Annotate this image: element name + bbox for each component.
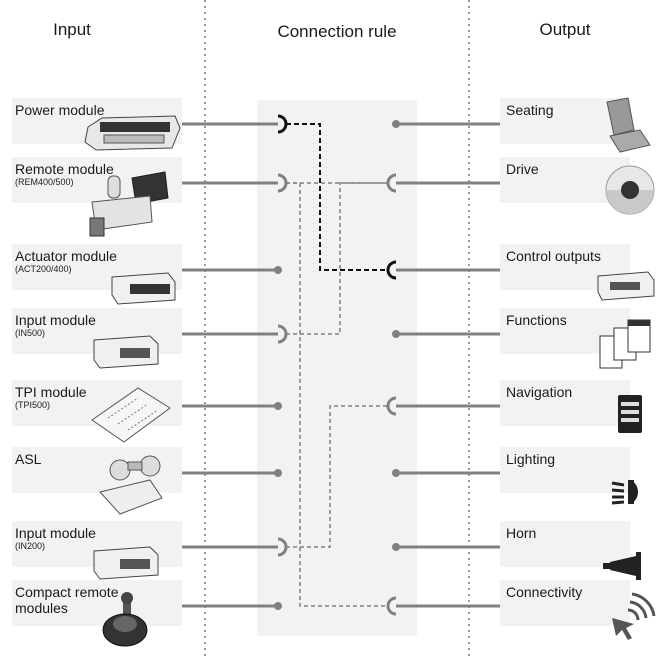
input-module-box-icon <box>93 335 159 369</box>
input-item-model: (REM400/500) <box>15 177 74 187</box>
input-item-model: (IN500) <box>15 328 46 338</box>
output-item-name: Lighting <box>506 451 556 467</box>
output-socket <box>386 596 397 616</box>
connection-route <box>286 123 388 271</box>
control-output-box-icon <box>597 271 655 301</box>
input-socket <box>277 173 288 193</box>
output-item-name: Functions <box>506 312 567 328</box>
input-item-name: Power module <box>15 102 105 118</box>
wireless-cursor-icon <box>612 592 656 640</box>
output-item: Connectivity <box>506 584 582 600</box>
input-item-name: TPI module <box>15 384 87 400</box>
output-dot <box>392 543 400 551</box>
input-item: Compact remote modules <box>15 584 127 616</box>
connection-route <box>286 405 388 548</box>
seat-icon <box>606 97 651 153</box>
output-dot <box>392 469 400 477</box>
input-socket <box>277 114 288 134</box>
output-dot <box>392 120 400 128</box>
function-screens-icon <box>599 319 651 369</box>
input-item-model: (IN200) <box>15 541 46 551</box>
output-item: Functions <box>506 312 567 328</box>
compact-joystick-icon <box>102 592 148 647</box>
output-item: Seating <box>506 102 553 118</box>
input-row-bg <box>12 580 182 626</box>
navigation-screen-icon <box>618 395 642 433</box>
actuator-module-box-icon <box>111 272 176 305</box>
output-item: Drive <box>506 161 539 177</box>
connection-route <box>286 182 388 335</box>
input-dot <box>274 266 282 274</box>
output-socket <box>386 396 397 416</box>
input-item-name: Compact remote modules <box>15 584 119 616</box>
output-row-bg <box>500 380 630 426</box>
remote-module-joystick-icon <box>89 171 169 237</box>
input-item: Input module(IN200) <box>15 525 96 551</box>
output-row-bg <box>500 580 630 626</box>
output-item-name: Drive <box>506 161 539 177</box>
input-dot <box>274 602 282 610</box>
input-module-box-icon <box>93 546 159 580</box>
input-item: Remote module(REM400/500) <box>15 161 114 187</box>
output-dot <box>392 330 400 338</box>
connection-route <box>286 182 388 607</box>
output-item: Navigation <box>506 384 572 400</box>
output-socket <box>386 173 397 193</box>
input-item-name: Actuator module <box>15 248 117 264</box>
output-item: Lighting <box>506 451 555 467</box>
output-socket <box>386 260 397 280</box>
input-dot <box>274 402 282 410</box>
header-output: Output <box>539 20 591 39</box>
input-item-name: Input module <box>15 525 96 541</box>
input-item: Input module(IN500) <box>15 312 96 338</box>
input-item-model: (TPI500) <box>15 400 51 410</box>
header-connection-rule: Connection rule <box>277 22 397 41</box>
input-item: Actuator module(ACT200/400) <box>15 248 117 274</box>
output-item-name: Control outputs <box>506 248 601 264</box>
input-item: TPI module(TPI500) <box>15 384 87 410</box>
header-input: Input <box>53 20 91 39</box>
input-item-name: ASL <box>15 451 42 467</box>
drive-dial-icon <box>605 165 655 215</box>
input-item-name: Input module <box>15 312 96 328</box>
asl-head-array-icon <box>99 455 163 515</box>
output-item: Control outputs <box>506 248 601 264</box>
output-item: Horn <box>506 525 536 541</box>
input-socket <box>277 537 288 557</box>
headlight-icon <box>611 480 638 505</box>
output-item-name: Horn <box>506 525 537 541</box>
input-dot <box>274 469 282 477</box>
input-item: ASL <box>15 451 41 467</box>
output-item-name: Connectivity <box>506 584 583 600</box>
output-item-name: Seating <box>506 102 554 118</box>
input-socket <box>277 324 288 344</box>
input-item-name: Remote module <box>15 161 114 177</box>
power-module-device-icon <box>84 115 181 151</box>
output-item-name: Navigation <box>506 384 573 400</box>
tpi-circuit-board-icon <box>91 387 171 443</box>
input-item-model: (ACT200/400) <box>15 264 72 274</box>
output-row-bg <box>500 521 630 567</box>
input-item: Power module <box>15 102 105 118</box>
output-row-bg <box>500 447 630 493</box>
horn-icon <box>603 552 641 580</box>
